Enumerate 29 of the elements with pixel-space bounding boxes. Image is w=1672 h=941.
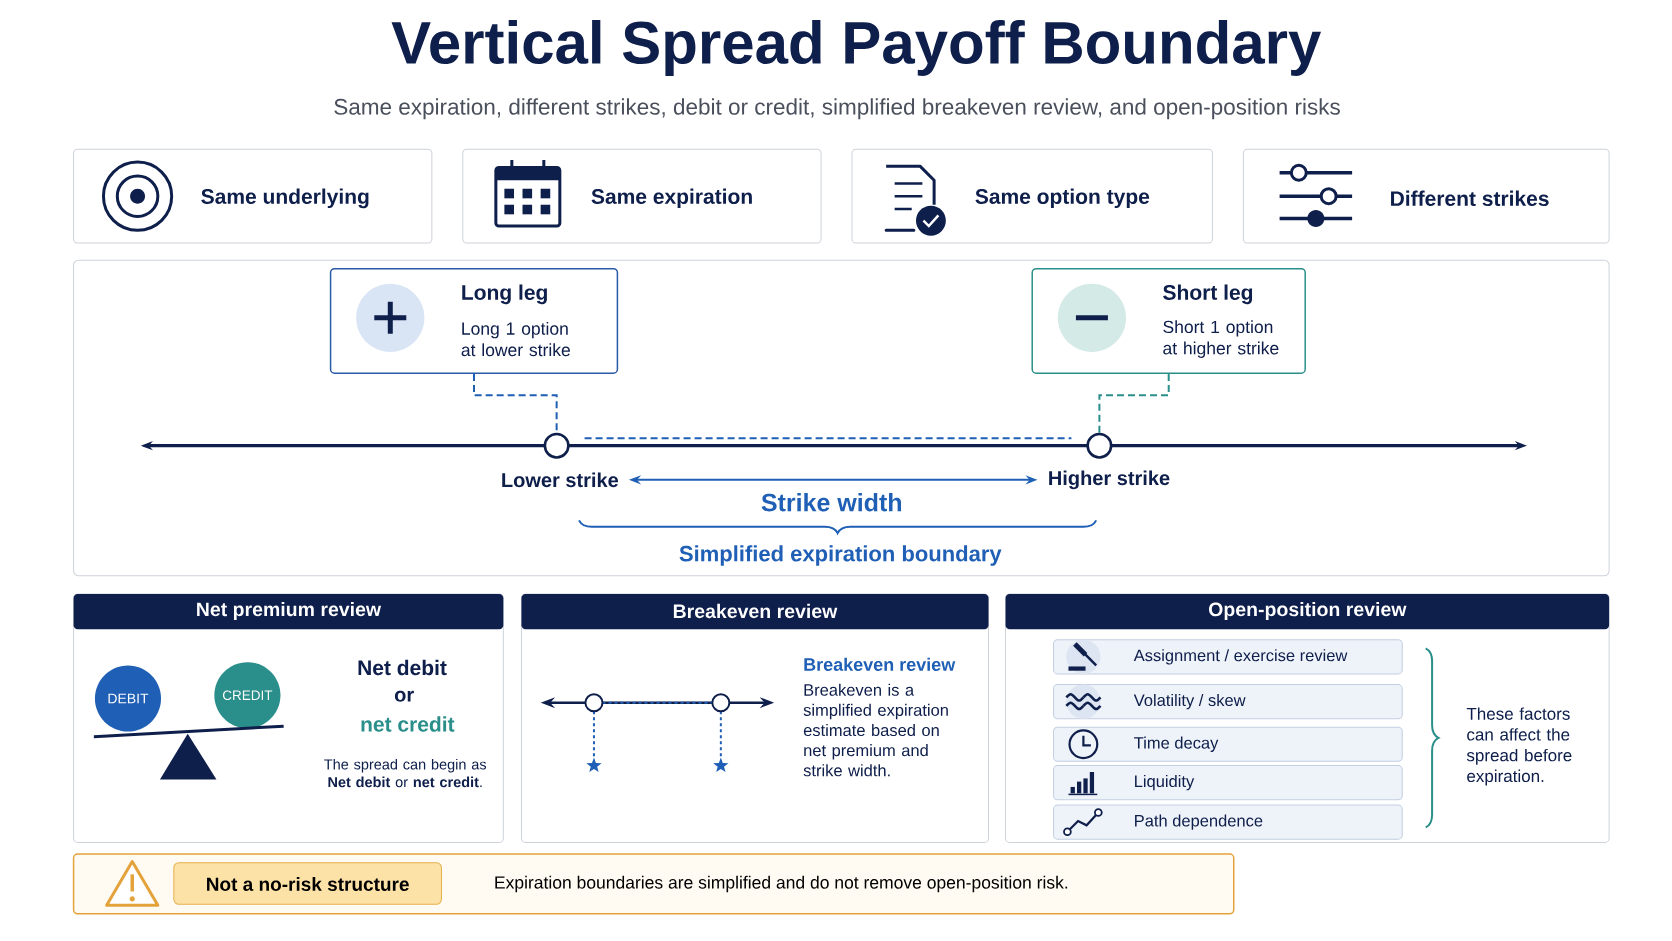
feature-card: Same option type [851, 148, 1213, 244]
edge-label: Strike width [761, 493, 902, 512]
strike-marker [543, 432, 570, 459]
factor-row: Time decay [1053, 726, 1403, 762]
leg-box: Short leg Short 1 option at higher strike [1031, 267, 1306, 374]
feature-card: Same underlying [73, 148, 433, 244]
leg-box: Long leg Long 1 option at lower strike [329, 267, 619, 374]
strike-label: Higher strike [1049, 470, 1170, 490]
feature-card: Same expiration [462, 148, 822, 244]
warning-tag: Not a no-risk structure [173, 862, 442, 905]
factor-row: Assignment / exercise review [1053, 639, 1403, 675]
factor-row: Path dependence [1053, 804, 1403, 840]
panel-header: Net premium review [73, 593, 504, 630]
review-panel: Breakeven review Breakeven review Breakeven is a simplified expiration estimate based on net premium and strike width. [520, 593, 989, 843]
warning-banner: Not a no-risk structure Expiration boundaries are simplified and do not remove open-position risk. [72, 853, 1235, 915]
review-panel: Open-position review Assignment / exercise review Volatility / skew Time decay Liquidity Path dependence These factors can affect the spread before expiration. [1005, 593, 1610, 843]
boundary-label: Simplified expiration boundary [679, 545, 1002, 566]
connector [1098, 372, 1170, 434]
feature-card: Different strikes [1242, 148, 1610, 244]
strike-marker [1086, 432, 1113, 459]
subtitle: Same expiration, different strikes, debit or credit, simplified breakeven review, and open-position risks [334, 98, 1340, 120]
panel-header: Breakeven review [521, 593, 989, 630]
strike-label: Lower strike [502, 472, 619, 488]
factor-row: Volatility / skew [1053, 684, 1403, 720]
review-panel: Net premium review DEBIT CREDIT Net debit or net credit The spread can begin as Net debit or net credit. [73, 593, 504, 843]
title: Vertical Spread Payoff Boundary [391, 20, 1322, 76]
connector [583, 437, 1073, 440]
panel-header: Open-position review [1005, 593, 1610, 630]
factor-row: Liquidity [1053, 765, 1403, 801]
